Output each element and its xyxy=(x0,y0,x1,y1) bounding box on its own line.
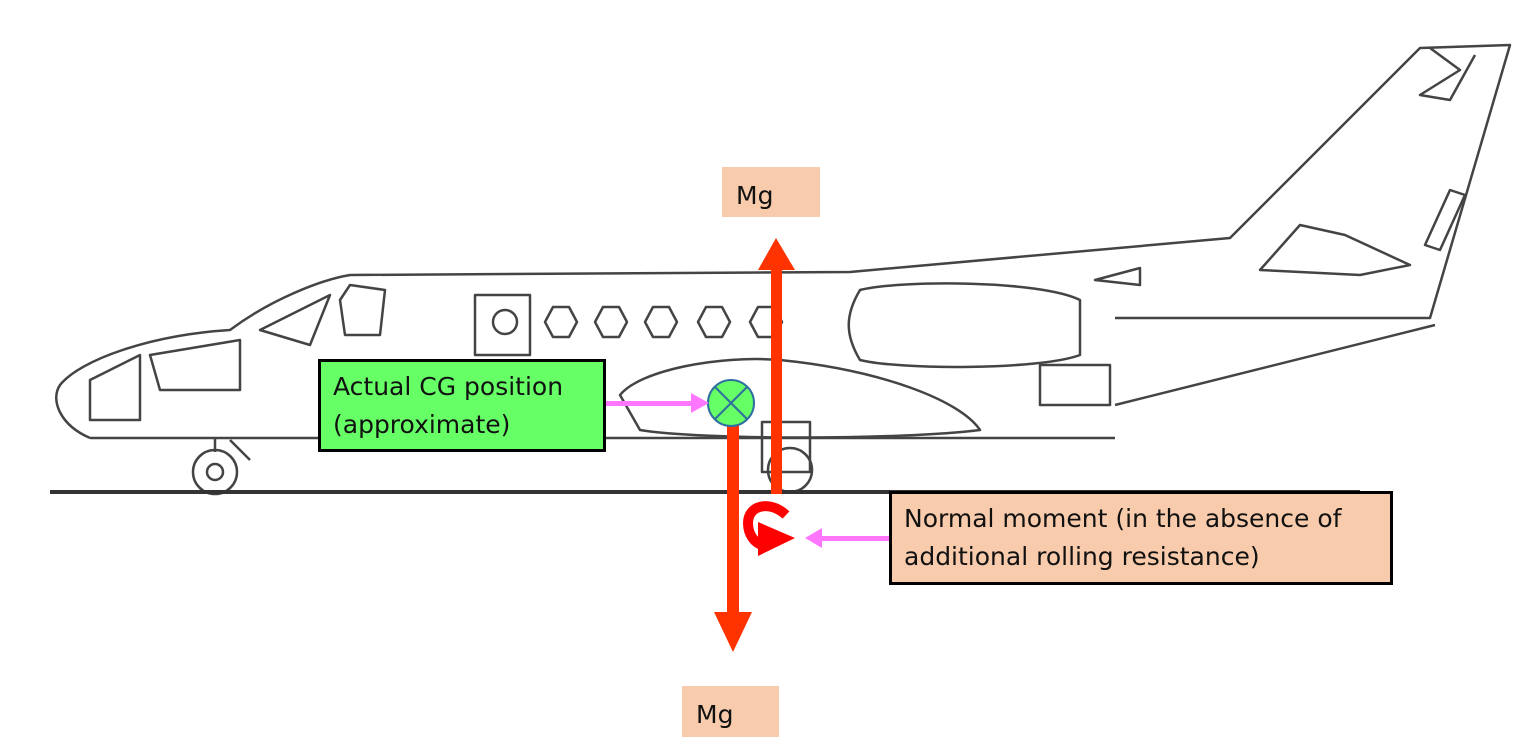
cg-position-label: Actual CG position (approximate) xyxy=(318,359,606,452)
moment-arrow-icon xyxy=(742,501,795,556)
moment-label-line2: additional rolling resistance) xyxy=(904,542,1260,571)
downward-force-arrow xyxy=(714,425,752,652)
cg-marker xyxy=(707,379,755,427)
normal-moment-label: Normal moment (in the absence of additio… xyxy=(889,491,1393,585)
mg-label-bottom: Mg xyxy=(682,686,779,737)
cabin-windows xyxy=(491,305,784,339)
cg-label-line1: Actual CG position xyxy=(333,372,564,401)
cg-label-line2: (approximate) xyxy=(333,410,511,439)
mg-label-top: Mg xyxy=(722,167,820,217)
upward-force-arrow xyxy=(758,238,795,494)
moment-pointer-arrow xyxy=(805,528,889,548)
main-gear xyxy=(760,420,814,494)
cg-pointer-arrow xyxy=(606,393,709,413)
nose-gear xyxy=(191,438,251,496)
moment-label-line1: Normal moment (in the absence of xyxy=(904,504,1342,533)
